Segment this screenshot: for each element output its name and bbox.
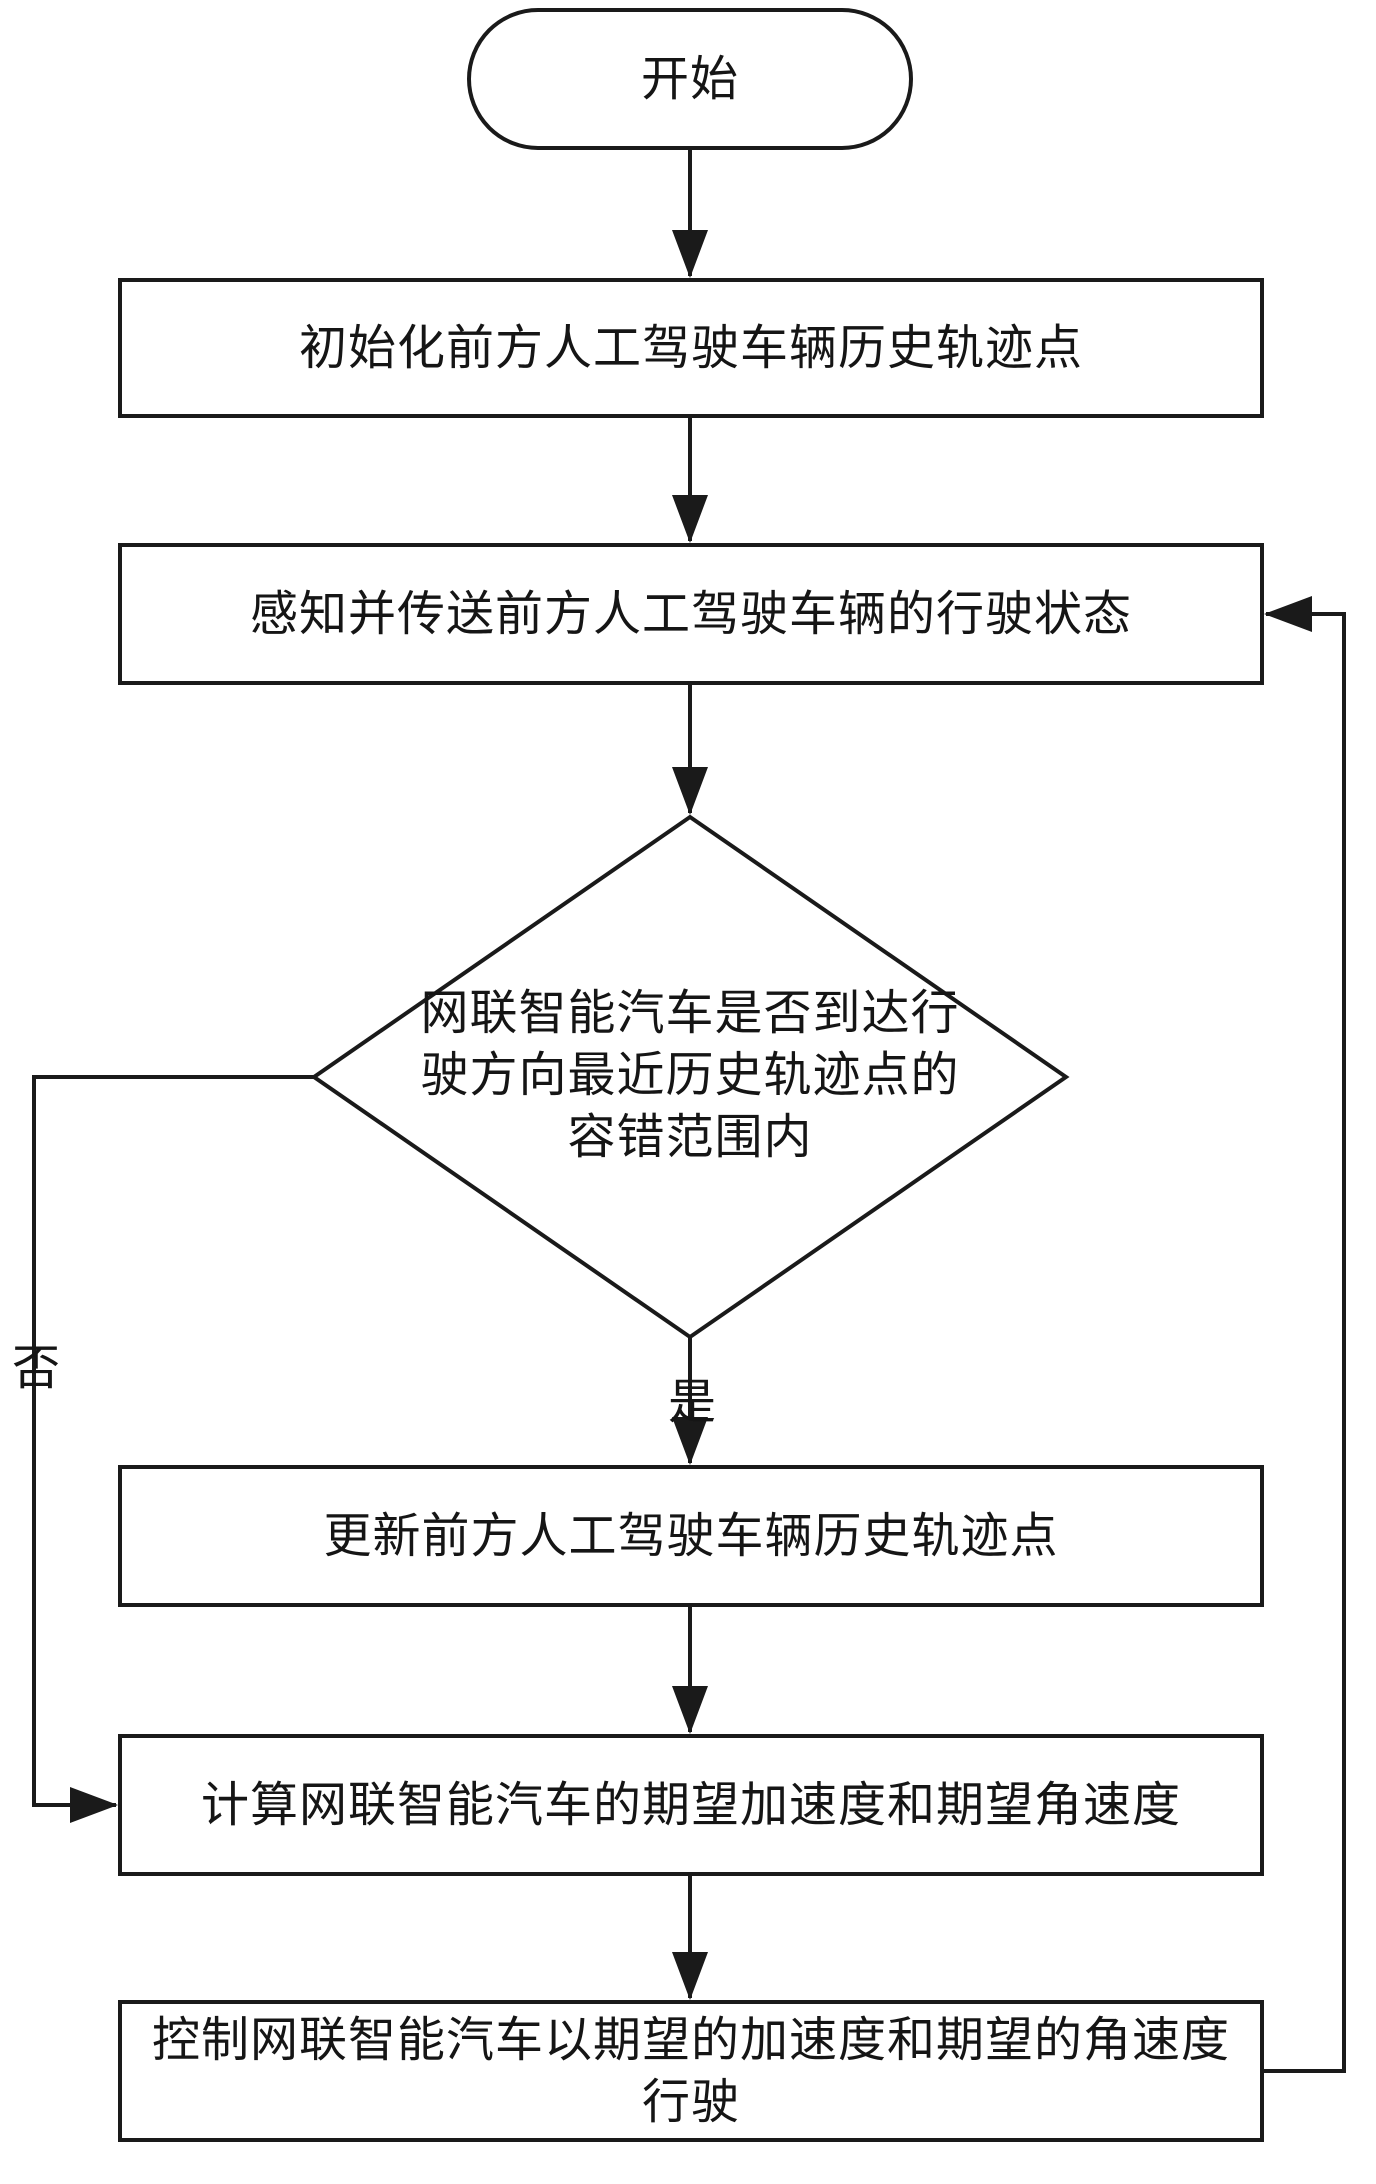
no-branch-label: 否 — [12, 1340, 61, 1396]
arrow-decision-no-to-compute — [32, 1075, 314, 1823]
step-init-box — [118, 278, 1264, 418]
step-init-label: 初始化前方人工驾驶车辆历史轨迹点 — [298, 320, 1083, 376]
yes-branch-label: 是 — [668, 1374, 717, 1430]
step-update-label: 更新前方人工驾驶车辆历史轨迹点 — [323, 1508, 1059, 1564]
start-label: 开始 — [640, 51, 739, 107]
step-update-box — [118, 1465, 1264, 1607]
decision-label: 网联智能汽车是否到达行驶方向最近历史轨迹点的容错范围内 — [420, 985, 960, 1165]
step-compute-label: 计算网联智能汽车的期望加速度和期望角速度 — [200, 1777, 1181, 1833]
step-control-box — [118, 2000, 1264, 2142]
arrow-control-loop-to-sense — [1262, 596, 1346, 2073]
step-sense-label: 感知并传送前方人工驾驶车辆的行驶状态 — [249, 586, 1132, 642]
step-sense-box — [118, 543, 1264, 685]
step-control-label: 控制网联智能汽车以期望的加速度和期望的角速度行驶 — [151, 2012, 1230, 2130]
